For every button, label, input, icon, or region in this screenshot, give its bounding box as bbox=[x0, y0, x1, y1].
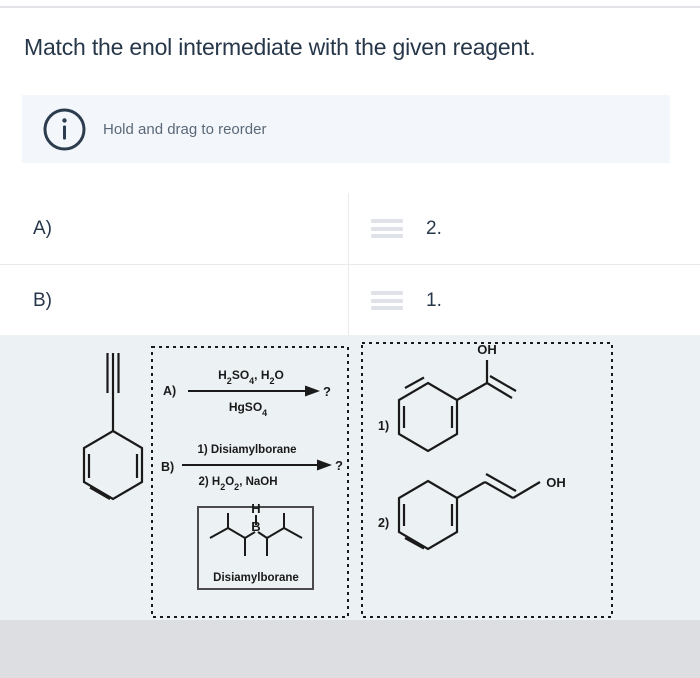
row-prompt-b: B) bbox=[33, 289, 52, 311]
boron-atom-label: B bbox=[251, 519, 260, 534]
info-banner: Hold and drag to reorder bbox=[22, 95, 670, 163]
reaction-a-arrowhead bbox=[305, 385, 320, 397]
reaction-a: A) H2SO4, H2O HgSO4 ? bbox=[163, 368, 331, 418]
row-answer-a: 2. bbox=[426, 217, 442, 239]
structure-product-2: 2) OH bbox=[378, 473, 566, 551]
page-title: Match the enol intermediate with the giv… bbox=[24, 34, 536, 60]
structure-product-1: 1) OH bbox=[378, 342, 517, 453]
disiamylborane-caption: Disiamylborane bbox=[213, 572, 299, 584]
row-answer-b: 1. bbox=[426, 289, 442, 311]
match-table: A) 2. B) 1. bbox=[0, 193, 700, 337]
hydrogen-atom-label: H bbox=[251, 501, 260, 516]
table-row[interactable]: A) 2. bbox=[0, 193, 700, 265]
drag-handle-icon[interactable] bbox=[371, 219, 403, 238]
row-answer-cell-a[interactable]: 2. bbox=[348, 193, 700, 264]
reaction-a-above: H2SO4, H2O bbox=[218, 368, 284, 386]
product-2-label: 2) bbox=[378, 516, 389, 530]
reagent-dashed-box bbox=[151, 346, 349, 618]
reaction-a-label: A) bbox=[163, 384, 176, 398]
info-circle-icon bbox=[42, 107, 87, 152]
reaction-a-product: ? bbox=[323, 384, 331, 399]
reaction-b-above: 1) Disiamylborane bbox=[197, 444, 296, 456]
row-prompt-a: A) bbox=[33, 217, 52, 239]
reaction-b-product: ? bbox=[335, 458, 343, 473]
table-row[interactable]: B) 1. bbox=[0, 265, 700, 337]
structure-phenylacetylene bbox=[82, 353, 144, 501]
drag-handle-icon[interactable] bbox=[371, 291, 403, 310]
info-banner-text: Hold and drag to reorder bbox=[103, 120, 267, 138]
product-1-label: 1) bbox=[378, 419, 389, 433]
product-dashed-box bbox=[361, 342, 613, 618]
chemistry-figure: A) H2SO4, H2O HgSO4 ? B) 1) Disiamylbora… bbox=[0, 335, 700, 620]
product-2-oh-label: OH bbox=[546, 475, 566, 490]
reaction-a-below: HgSO4 bbox=[229, 400, 267, 418]
disiamylborane-inset: B H Disiamylborane bbox=[197, 501, 314, 590]
column-divider bbox=[348, 193, 349, 264]
reaction-b: B) 1) Disiamylborane 2) H2O2, NaOH ? bbox=[161, 444, 343, 492]
reaction-scheme-svg: A) H2SO4, H2O HgSO4 ? B) 1) Disiamylbora… bbox=[82, 342, 613, 618]
top-divider bbox=[0, 6, 700, 8]
product-1-oh-label: OH bbox=[477, 342, 497, 357]
row-answer-cell-b[interactable]: 1. bbox=[348, 265, 700, 336]
column-divider bbox=[348, 265, 349, 336]
reaction-b-label: B) bbox=[161, 460, 174, 474]
bottom-bar bbox=[0, 620, 700, 678]
reaction-b-below: 2) H2O2, NaOH bbox=[198, 476, 277, 492]
reaction-b-arrowhead bbox=[317, 459, 332, 471]
